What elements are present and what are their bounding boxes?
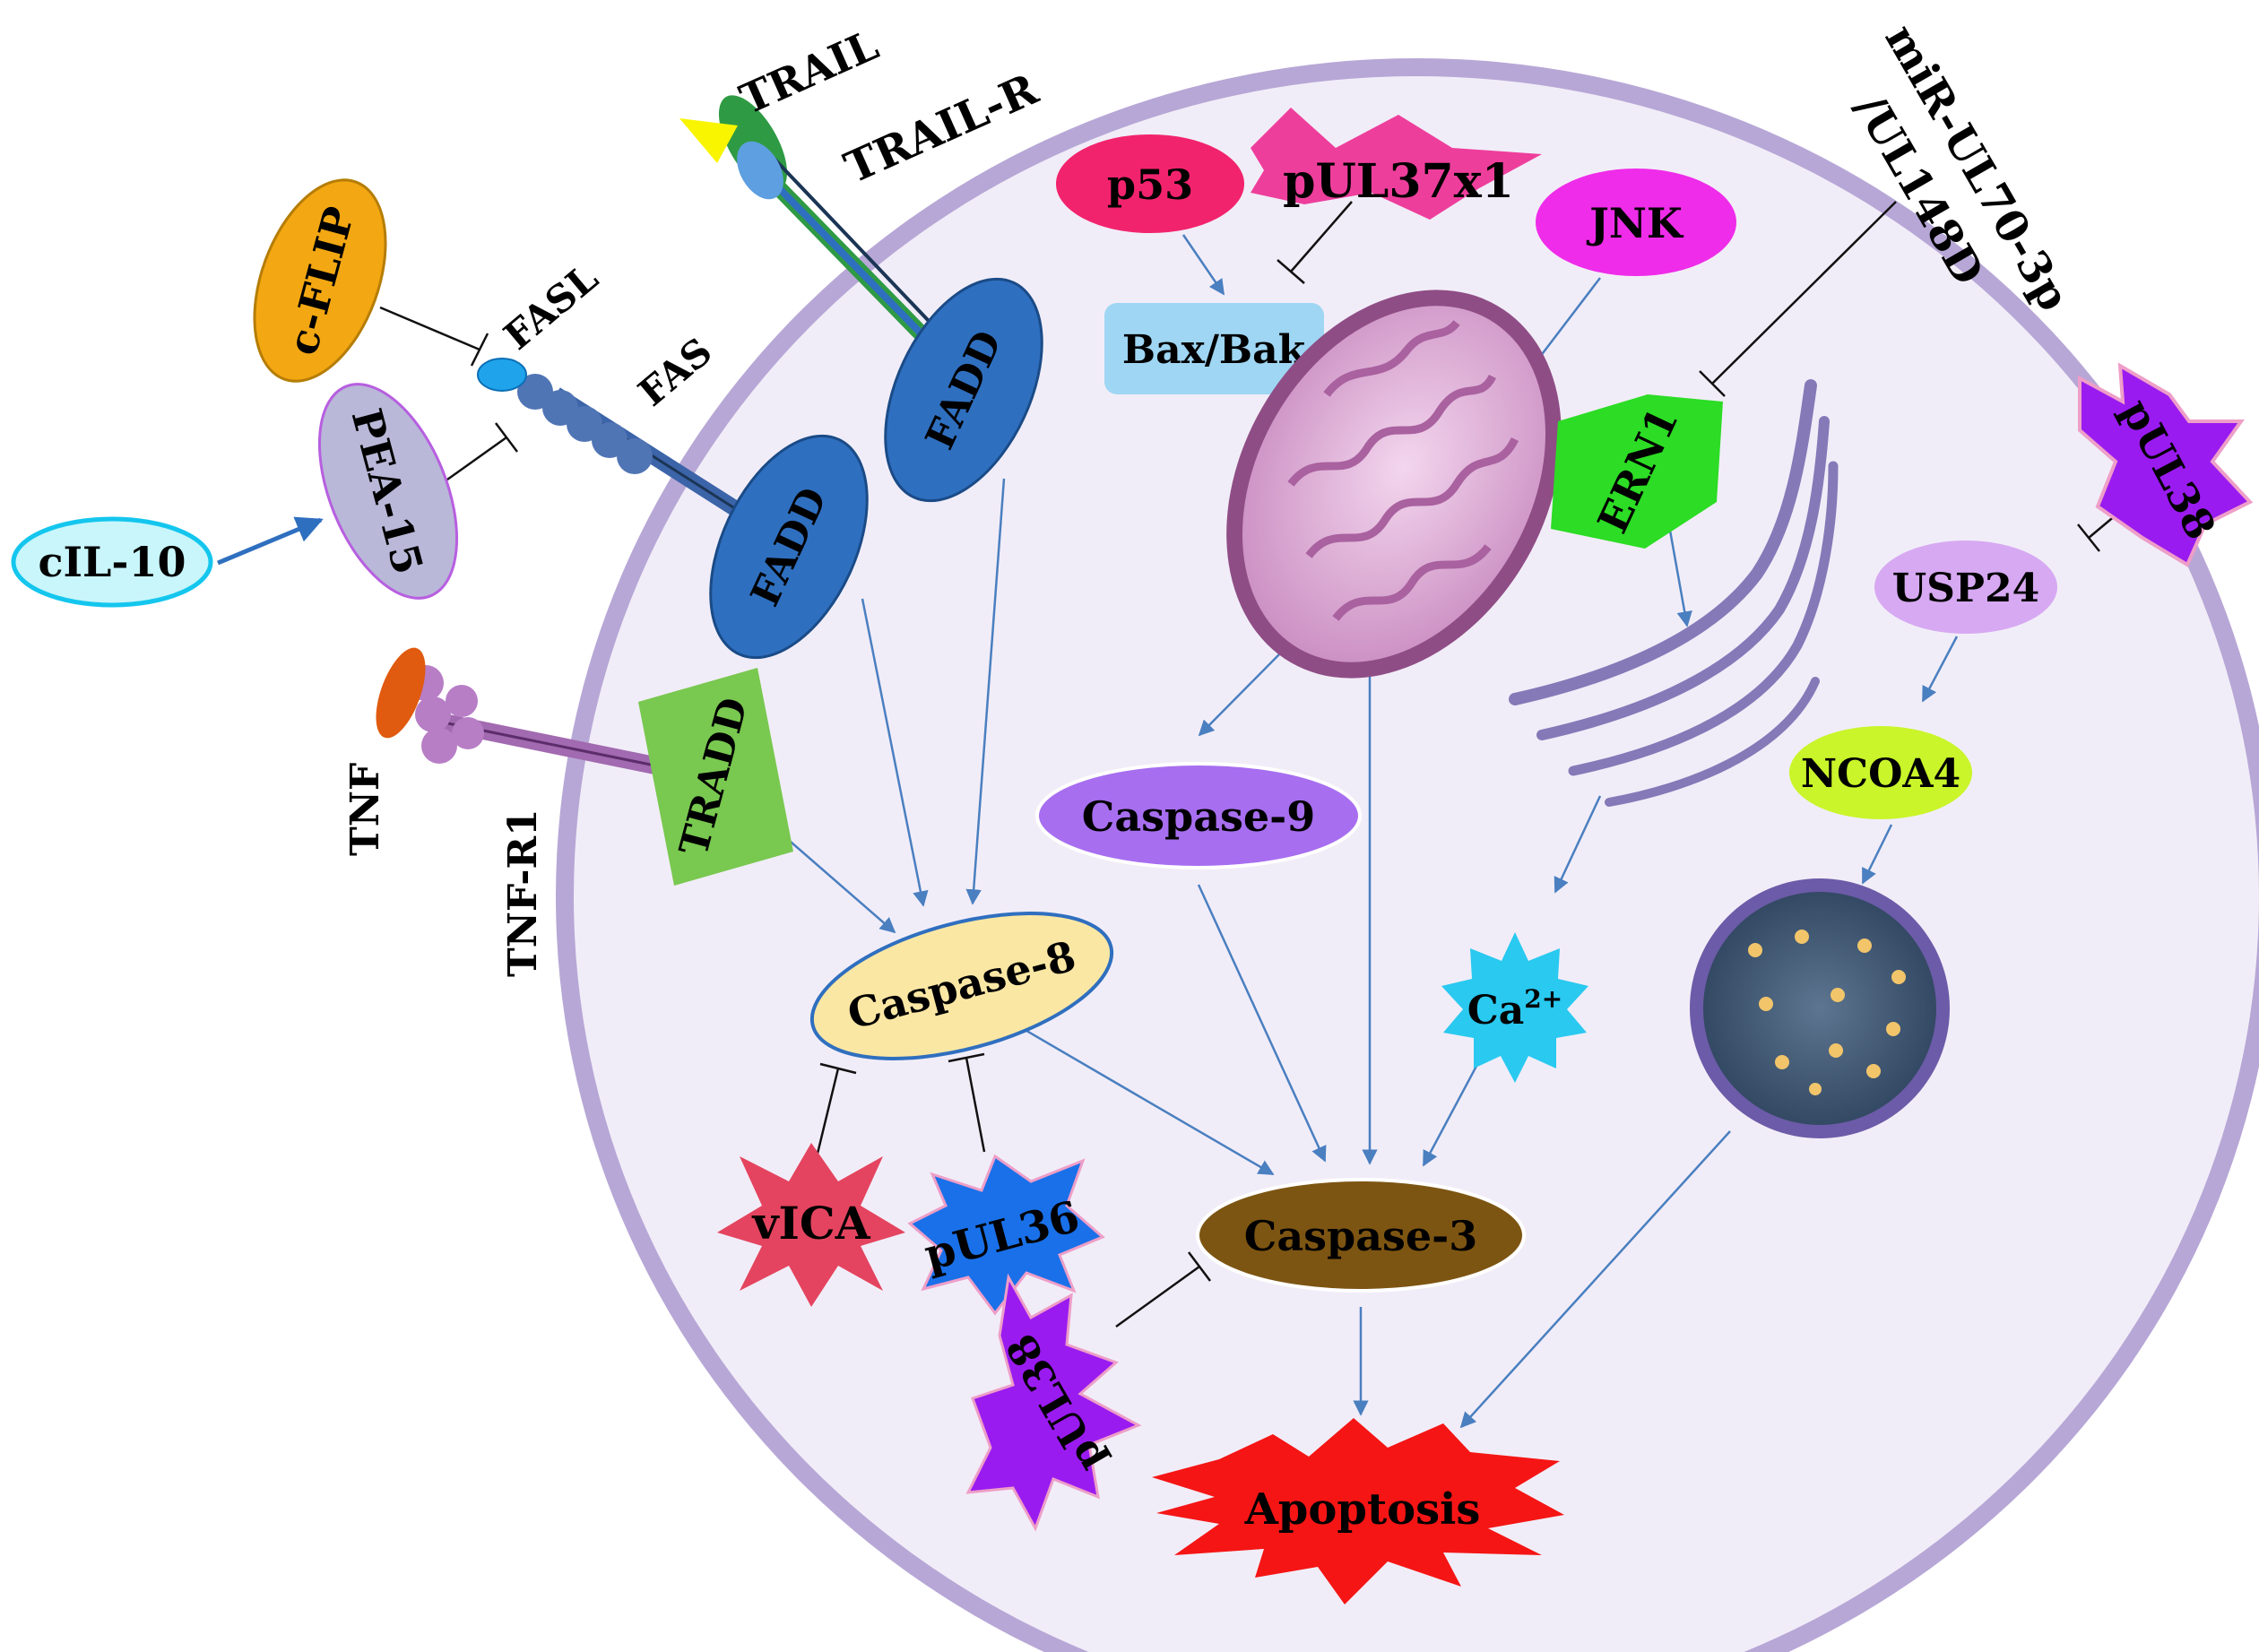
bax-bak-node: [1104, 303, 1324, 394]
fasl-ligand: [477, 358, 527, 392]
arrow-er-ca: [1554, 795, 1602, 894]
endoplasmic-reticulum: [1509, 379, 1839, 807]
usp24-label: USP24: [1892, 566, 2039, 611]
bax-bak-label: Bax/Bak: [1122, 327, 1307, 373]
pul36-node: [907, 1154, 1105, 1316]
pul38-node-top: [2078, 362, 2254, 567]
pul37x1-label: pUL37x1: [1283, 154, 1514, 209]
arrow-casp9-casp3: [1197, 884, 1327, 1163]
ncoa4-label: NCOA4: [1801, 751, 1960, 797]
ern1-node: [1551, 394, 1723, 549]
pea15-node: [317, 383, 459, 600]
cil10-node: [11, 516, 213, 608]
cil10-label: cIL-10: [39, 538, 186, 586]
fas-receptor: [517, 374, 757, 527]
trail-label: TRAIL: [733, 21, 886, 124]
tnf-receptor: [408, 665, 683, 780]
pul37x1-node: [1251, 108, 1542, 220]
p53-label: p53: [1107, 160, 1193, 209]
vica-label: vICA: [751, 1197, 870, 1250]
caspase3-node: [1196, 1178, 1526, 1293]
tnf-label: TNF: [342, 763, 388, 856]
caspase9-label: Caspase-9: [1082, 792, 1316, 841]
arrow-fadd1-casp8: [861, 598, 929, 907]
arrow-p53-baxbak: [1181, 234, 1225, 296]
arrow-vesicle-apoptosis: [1459, 1130, 1731, 1429]
trail-ligand: [679, 118, 738, 163]
fadd-node-1: [709, 434, 869, 660]
arrow-usp24-ncoa4: [1921, 636, 1959, 703]
arrow-mito-casp9: [1198, 651, 1283, 737]
jnk-node: [1536, 169, 1736, 276]
fadd-node-2: [884, 277, 1043, 503]
trail-receptor: [718, 95, 948, 351]
tnf-r1-label: TNF-R1: [500, 809, 546, 977]
caspase8-node: [809, 912, 1114, 1060]
usp24-node: [1874, 541, 2057, 634]
arrow-casp8-casp3: [1010, 1020, 1275, 1176]
ferritinophagy-vesicle: [1690, 878, 1950, 1138]
apoptosis-node: [1152, 1418, 1564, 1604]
calcium-node: [1441, 932, 1588, 1083]
tradd-node: [638, 668, 793, 886]
cflip-node: [253, 178, 387, 383]
jnk-label: JNK: [1586, 199, 1684, 247]
fasl-label: FASL: [496, 255, 606, 359]
p53-node: [1056, 134, 1244, 233]
calcium-superscript: 2+: [1524, 984, 1562, 1014]
fas-label: FAS: [630, 329, 721, 415]
vica-node: [717, 1143, 905, 1307]
calcium-label: Ca2+: [1467, 984, 1562, 1034]
tnf-ligand: [376, 647, 426, 739]
pul38-node-bottom: [965, 1273, 1142, 1532]
arrow-cil10-pea15: [217, 516, 324, 566]
ncoa4-node: [1789, 726, 1972, 819]
caspase3-label: Caspase-3: [1244, 1212, 1478, 1260]
mitochondrion: [1226, 290, 1562, 679]
caspase9-node: [1035, 762, 1362, 869]
arrow-ern1-er: [1666, 515, 1692, 627]
arrow-fadd2-casp8: [965, 478, 1006, 905]
apoptosis-label: Apoptosis: [1244, 1484, 1481, 1535]
arrow-ncoa4-vesicle: [1861, 824, 1893, 885]
